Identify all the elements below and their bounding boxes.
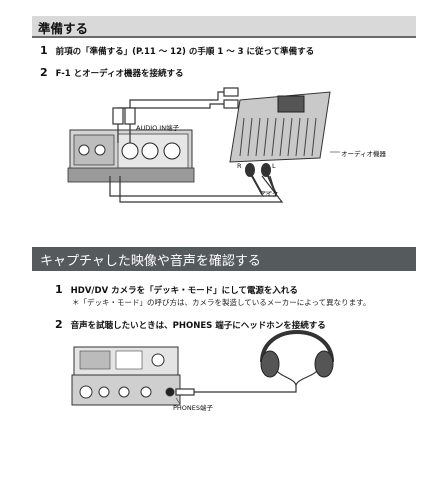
mic-l-label: L [272, 162, 276, 170]
microphone-r-icon [245, 163, 263, 195]
f1-device-illustration [67, 129, 195, 183]
step-number: 2 [55, 318, 63, 331]
step-2-headphones: 2 音声を試聴したいときは、PHONES 端子にヘッドホンを接続する [55, 318, 326, 331]
step-number: 1 [40, 44, 48, 57]
mic-label: マイク [259, 190, 279, 198]
step-text: F-1 とオーディオ機器を接続する [55, 69, 184, 79]
rca-cables [112, 87, 239, 143]
phones-jack-label: PHONES端子 [173, 404, 214, 412]
step-1-deck-mode: 1 HDV/DV カメラを「デッキ・モード」にして電源を入れる [55, 283, 298, 296]
microphone-l-icon [261, 163, 277, 195]
step-1-note: ＊「デッキ・モード」の呼び方は、カメラを製造しているメーカーによって異なります。 [72, 298, 371, 307]
mic-r-label: R [237, 162, 242, 170]
step-2-connect-audio: 2 F-1 とオーディオ機器を接続する [40, 66, 184, 79]
step-number: 2 [40, 66, 48, 79]
headphone-cable [175, 367, 319, 396]
f1-front-panel-illustration [71, 346, 181, 406]
step-text: 前項の「準備する」(P.11 ～ 12) の手順 1 ～ 3 に従って準備する [55, 47, 315, 57]
audio-mixer-illustration [229, 91, 331, 163]
step-number: 1 [55, 283, 63, 296]
section-title: キャプチャした映像や音声を確認する [40, 254, 261, 269]
step-text: 音声を試聴したいときは、PHONES 端子にヘッドホンを接続する [70, 321, 326, 331]
section-header-confirm-capture: キャプチャした映像や音声を確認する [32, 247, 416, 271]
step-1-preparation: 1 前項の「準備する」(P.11 ～ 12) の手順 1 ～ 3 に従って準備する [40, 44, 314, 57]
audio-in-label: AUDIO IN端子 [136, 124, 180, 132]
section-header-preparation: 準備する [32, 16, 416, 38]
step-text: HDV/DV カメラを「デッキ・モード」にして電源を入れる [70, 286, 298, 296]
audio-device-label: オーディオ機器 [341, 150, 387, 158]
headphones-icon [260, 330, 334, 378]
section-title: 準備する [38, 21, 89, 36]
